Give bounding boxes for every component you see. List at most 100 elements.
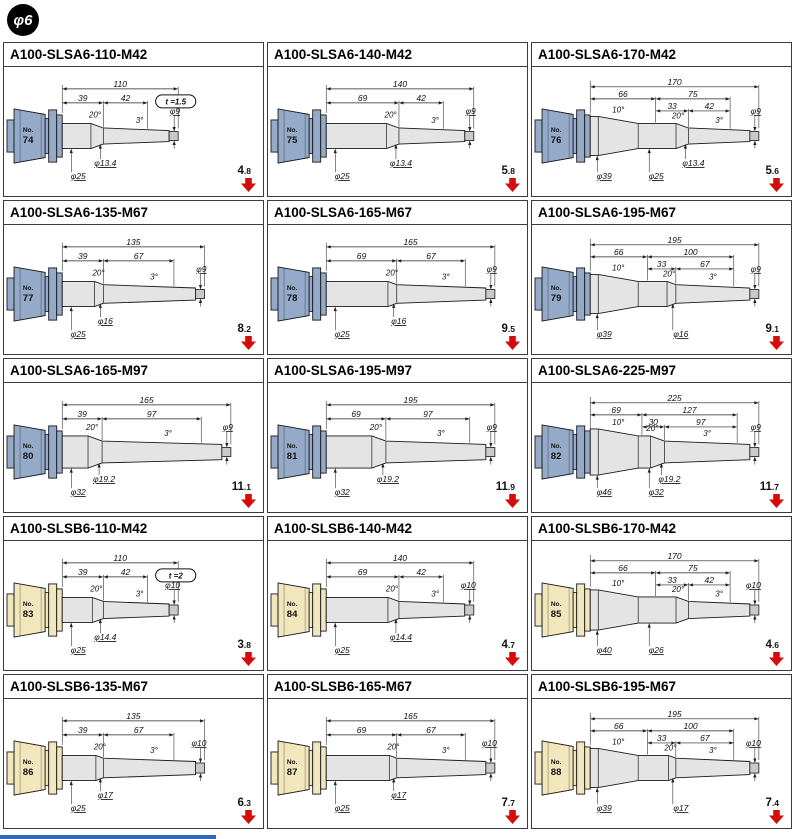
dimension-label: 69 — [358, 567, 368, 577]
dimension-arrowhead — [62, 87, 67, 91]
dimension-arrowhead — [647, 729, 652, 733]
dimension-arrowhead — [103, 259, 108, 263]
flange — [576, 425, 586, 479]
leader-arrowhead — [69, 780, 73, 786]
dimension-arrowhead — [655, 583, 661, 587]
holder-no: 82 — [551, 451, 562, 462]
shank-end-cap — [6, 435, 15, 469]
weight-indicator: 4.8 — [238, 165, 256, 192]
leader-arrowhead — [468, 126, 472, 132]
dimension-arrowhead — [729, 255, 734, 259]
cutter-stub — [485, 447, 496, 457]
down-arrow-shape — [241, 494, 256, 508]
dimension-arrowhead — [396, 259, 402, 263]
product-code: A100-SLSB6-135-M67 — [4, 675, 263, 699]
dimension-arrowhead — [590, 571, 595, 575]
leader-arrowhead — [489, 284, 493, 290]
dimension-arrowhead — [98, 101, 104, 105]
dimension-label: 69 — [611, 405, 621, 415]
dimension-label: 42 — [705, 101, 715, 111]
dimension-label: 97 — [423, 409, 433, 419]
leader-arrowhead — [468, 600, 472, 605]
tip-diameter-label: φ10 — [746, 580, 761, 590]
body-diameter-label: φ25 — [71, 171, 86, 181]
leader-arrowhead — [198, 773, 203, 778]
body-profile — [325, 281, 487, 308]
flange — [576, 267, 586, 321]
leader-arrowhead — [753, 442, 757, 448]
down-arrow-icon — [505, 336, 520, 350]
cutter-stub — [195, 289, 205, 299]
dimension-arrowhead — [729, 729, 734, 733]
holder-no: 81 — [287, 451, 298, 462]
dimension-arrowhead — [326, 719, 331, 723]
dimension-arrowhead — [143, 101, 148, 105]
product-code: A100-SLSB6-165-M67 — [268, 675, 527, 699]
dimension-arrowhead — [688, 109, 693, 113]
weight-value: 11.9 — [496, 481, 515, 494]
leader-arrowhead — [69, 306, 73, 312]
dimension-arrowhead — [590, 401, 595, 405]
dimension-label: 69 — [351, 409, 361, 419]
product-code: A100-SLSB6-140-M42 — [268, 517, 527, 541]
flange-ring — [56, 588, 63, 632]
body-diameter-label: φ25 — [335, 171, 350, 181]
nose-diameter-label: φ13.4 — [94, 158, 116, 168]
tip-diameter-label: φ9 — [223, 422, 234, 432]
cutter-stub — [749, 604, 760, 616]
flange — [312, 267, 322, 321]
dimension-arrowhead — [490, 245, 495, 249]
flange-groove — [44, 750, 50, 786]
body-diameter-label: φ25 — [71, 803, 86, 813]
down-arrow-shape — [505, 336, 520, 350]
body-profile — [61, 755, 196, 782]
dimension-label: 100 — [683, 721, 697, 731]
dimension-arrowhead — [62, 101, 67, 105]
leader-arrowhead — [98, 303, 102, 308]
weight-integer: 8 — [237, 322, 244, 335]
rear-diameter-label: φ39 — [597, 803, 612, 813]
body-profile — [589, 273, 751, 315]
angle-label: 3° — [431, 589, 439, 598]
body-diameter-label: φ25 — [71, 645, 86, 655]
dimension-arrowhead — [392, 733, 397, 737]
dimension-arrowhead — [754, 401, 759, 405]
dimension-arrowhead — [590, 413, 595, 417]
down-arrow-shape — [241, 652, 256, 666]
dimension-label: 66 — [614, 721, 624, 731]
weight-value: 3.8 — [238, 639, 252, 652]
weight-decimal: .8 — [507, 165, 515, 176]
dimension-label: 140 — [393, 553, 407, 563]
cutter-stub — [749, 131, 760, 141]
dimension-arrowhead — [103, 733, 108, 737]
dimension-arrowhead — [590, 243, 595, 247]
dimension-arrowhead — [647, 255, 652, 259]
dimension-label: 67 — [700, 733, 710, 743]
weight-integer: 5 — [765, 164, 772, 177]
taper-shank — [277, 266, 310, 322]
leader-arrowhead — [333, 780, 337, 786]
nose-diameter-label: φ19.2 — [658, 474, 680, 484]
dimension-arrowhead — [62, 259, 67, 263]
leader-arrowhead — [172, 140, 176, 146]
angle-label: 20° — [369, 423, 383, 432]
dimension-arrowhead — [683, 583, 689, 587]
dimension-arrowhead — [398, 575, 404, 579]
shank-end-cap — [534, 751, 543, 785]
weight-value: 7.7 — [502, 797, 516, 810]
dimension-arrowhead — [103, 575, 108, 579]
angle-label: 3° — [164, 429, 172, 438]
